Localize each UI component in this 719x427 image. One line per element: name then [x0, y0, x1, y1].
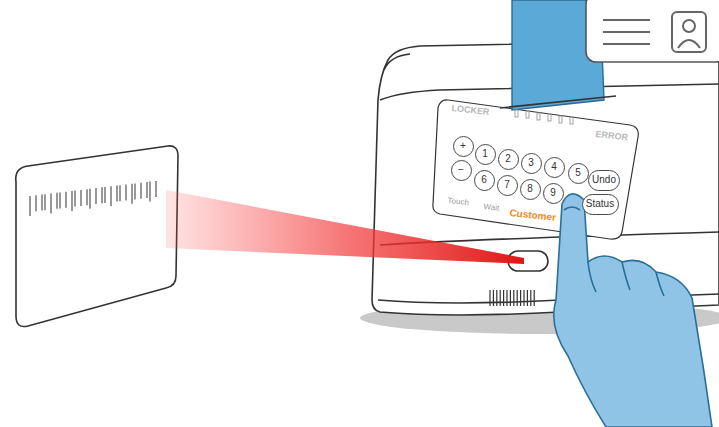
keypad-button: 7 — [497, 175, 518, 196]
keypad-button: 2 — [498, 149, 519, 170]
button-label: + — [460, 141, 466, 151]
keypad-button: 9 — [543, 183, 564, 204]
keypad-button: 4 — [544, 157, 565, 178]
panel-label: LOCKER — [451, 104, 490, 117]
keypad-button: 3 — [521, 153, 542, 174]
gloved-hand — [554, 194, 712, 427]
keypad-button: 6 — [474, 170, 495, 191]
button-label: 3 — [528, 158, 534, 168]
button-label: Status — [586, 199, 614, 209]
button-label: 9 — [550, 188, 556, 198]
button-label: 7 — [504, 180, 510, 190]
panel-label: Customer — [509, 208, 556, 223]
keypad-button: 5 — [568, 163, 589, 184]
keypad-button: − — [451, 160, 472, 181]
button-label: 4 — [551, 162, 557, 172]
button-label: 8 — [527, 184, 533, 194]
button-label: 6 — [481, 175, 487, 185]
button-label: 1 — [482, 149, 488, 159]
button-label: 2 — [505, 154, 511, 164]
keypad-button: 8 — [520, 179, 541, 200]
barcode-card — [16, 146, 178, 327]
laser-beam — [166, 190, 524, 264]
keypad-button: Status — [582, 194, 619, 215]
keypad-button: Undo — [588, 170, 620, 191]
button-label: Undo — [592, 175, 616, 185]
machine-barcode — [490, 290, 534, 306]
keypad-button: 1 — [475, 144, 496, 165]
panel-label: ERROR — [595, 130, 628, 142]
panel-label: Wait — [483, 203, 499, 213]
status-leds — [515, 110, 573, 124]
id-card — [586, 0, 719, 62]
keypad-button: + — [453, 136, 474, 157]
panel-label: Touch — [447, 197, 469, 207]
button-label: − — [458, 165, 464, 175]
button-label: 5 — [575, 168, 581, 178]
